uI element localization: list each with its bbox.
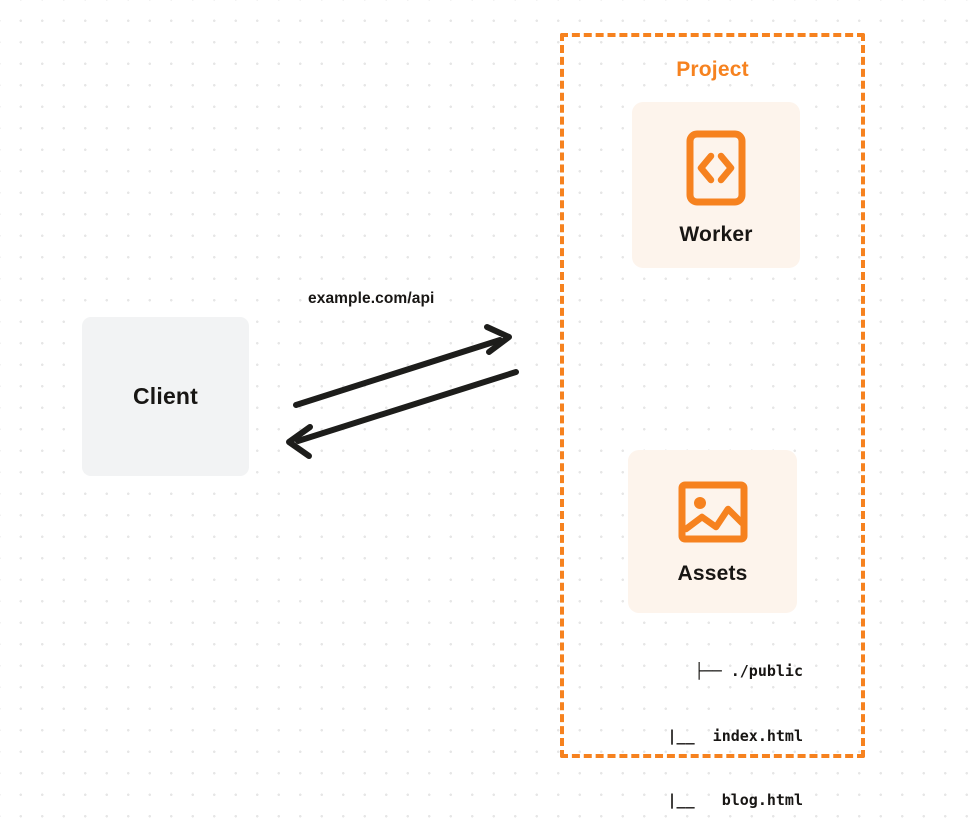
worker-card-label: Worker bbox=[679, 222, 753, 246]
client-node[interactable]: Client bbox=[82, 317, 249, 476]
assets-card-label: Assets bbox=[677, 562, 748, 585]
image-icon bbox=[678, 481, 748, 548]
file-tree-row: |__ index.html bbox=[658, 726, 803, 745]
file-tree-row: |__ blog.html bbox=[658, 791, 803, 809]
project-title: Project bbox=[669, 58, 756, 82]
code-brackets-icon bbox=[686, 130, 746, 211]
project-boundary: Project bbox=[560, 33, 865, 758]
client-node-label: Client bbox=[132, 383, 199, 409]
file-tree-row: ├── ./public bbox=[694, 662, 803, 680]
connection-label: example.com/api bbox=[308, 290, 435, 307]
response-arrow bbox=[286, 369, 519, 459]
assets-card[interactable]: Assets bbox=[628, 450, 797, 613]
assets-file-tree: ├── ./public |__ index.html |__ blog.htm… bbox=[598, 618, 803, 818]
request-arrow bbox=[293, 324, 512, 408]
worker-card[interactable]: Worker bbox=[632, 102, 800, 268]
